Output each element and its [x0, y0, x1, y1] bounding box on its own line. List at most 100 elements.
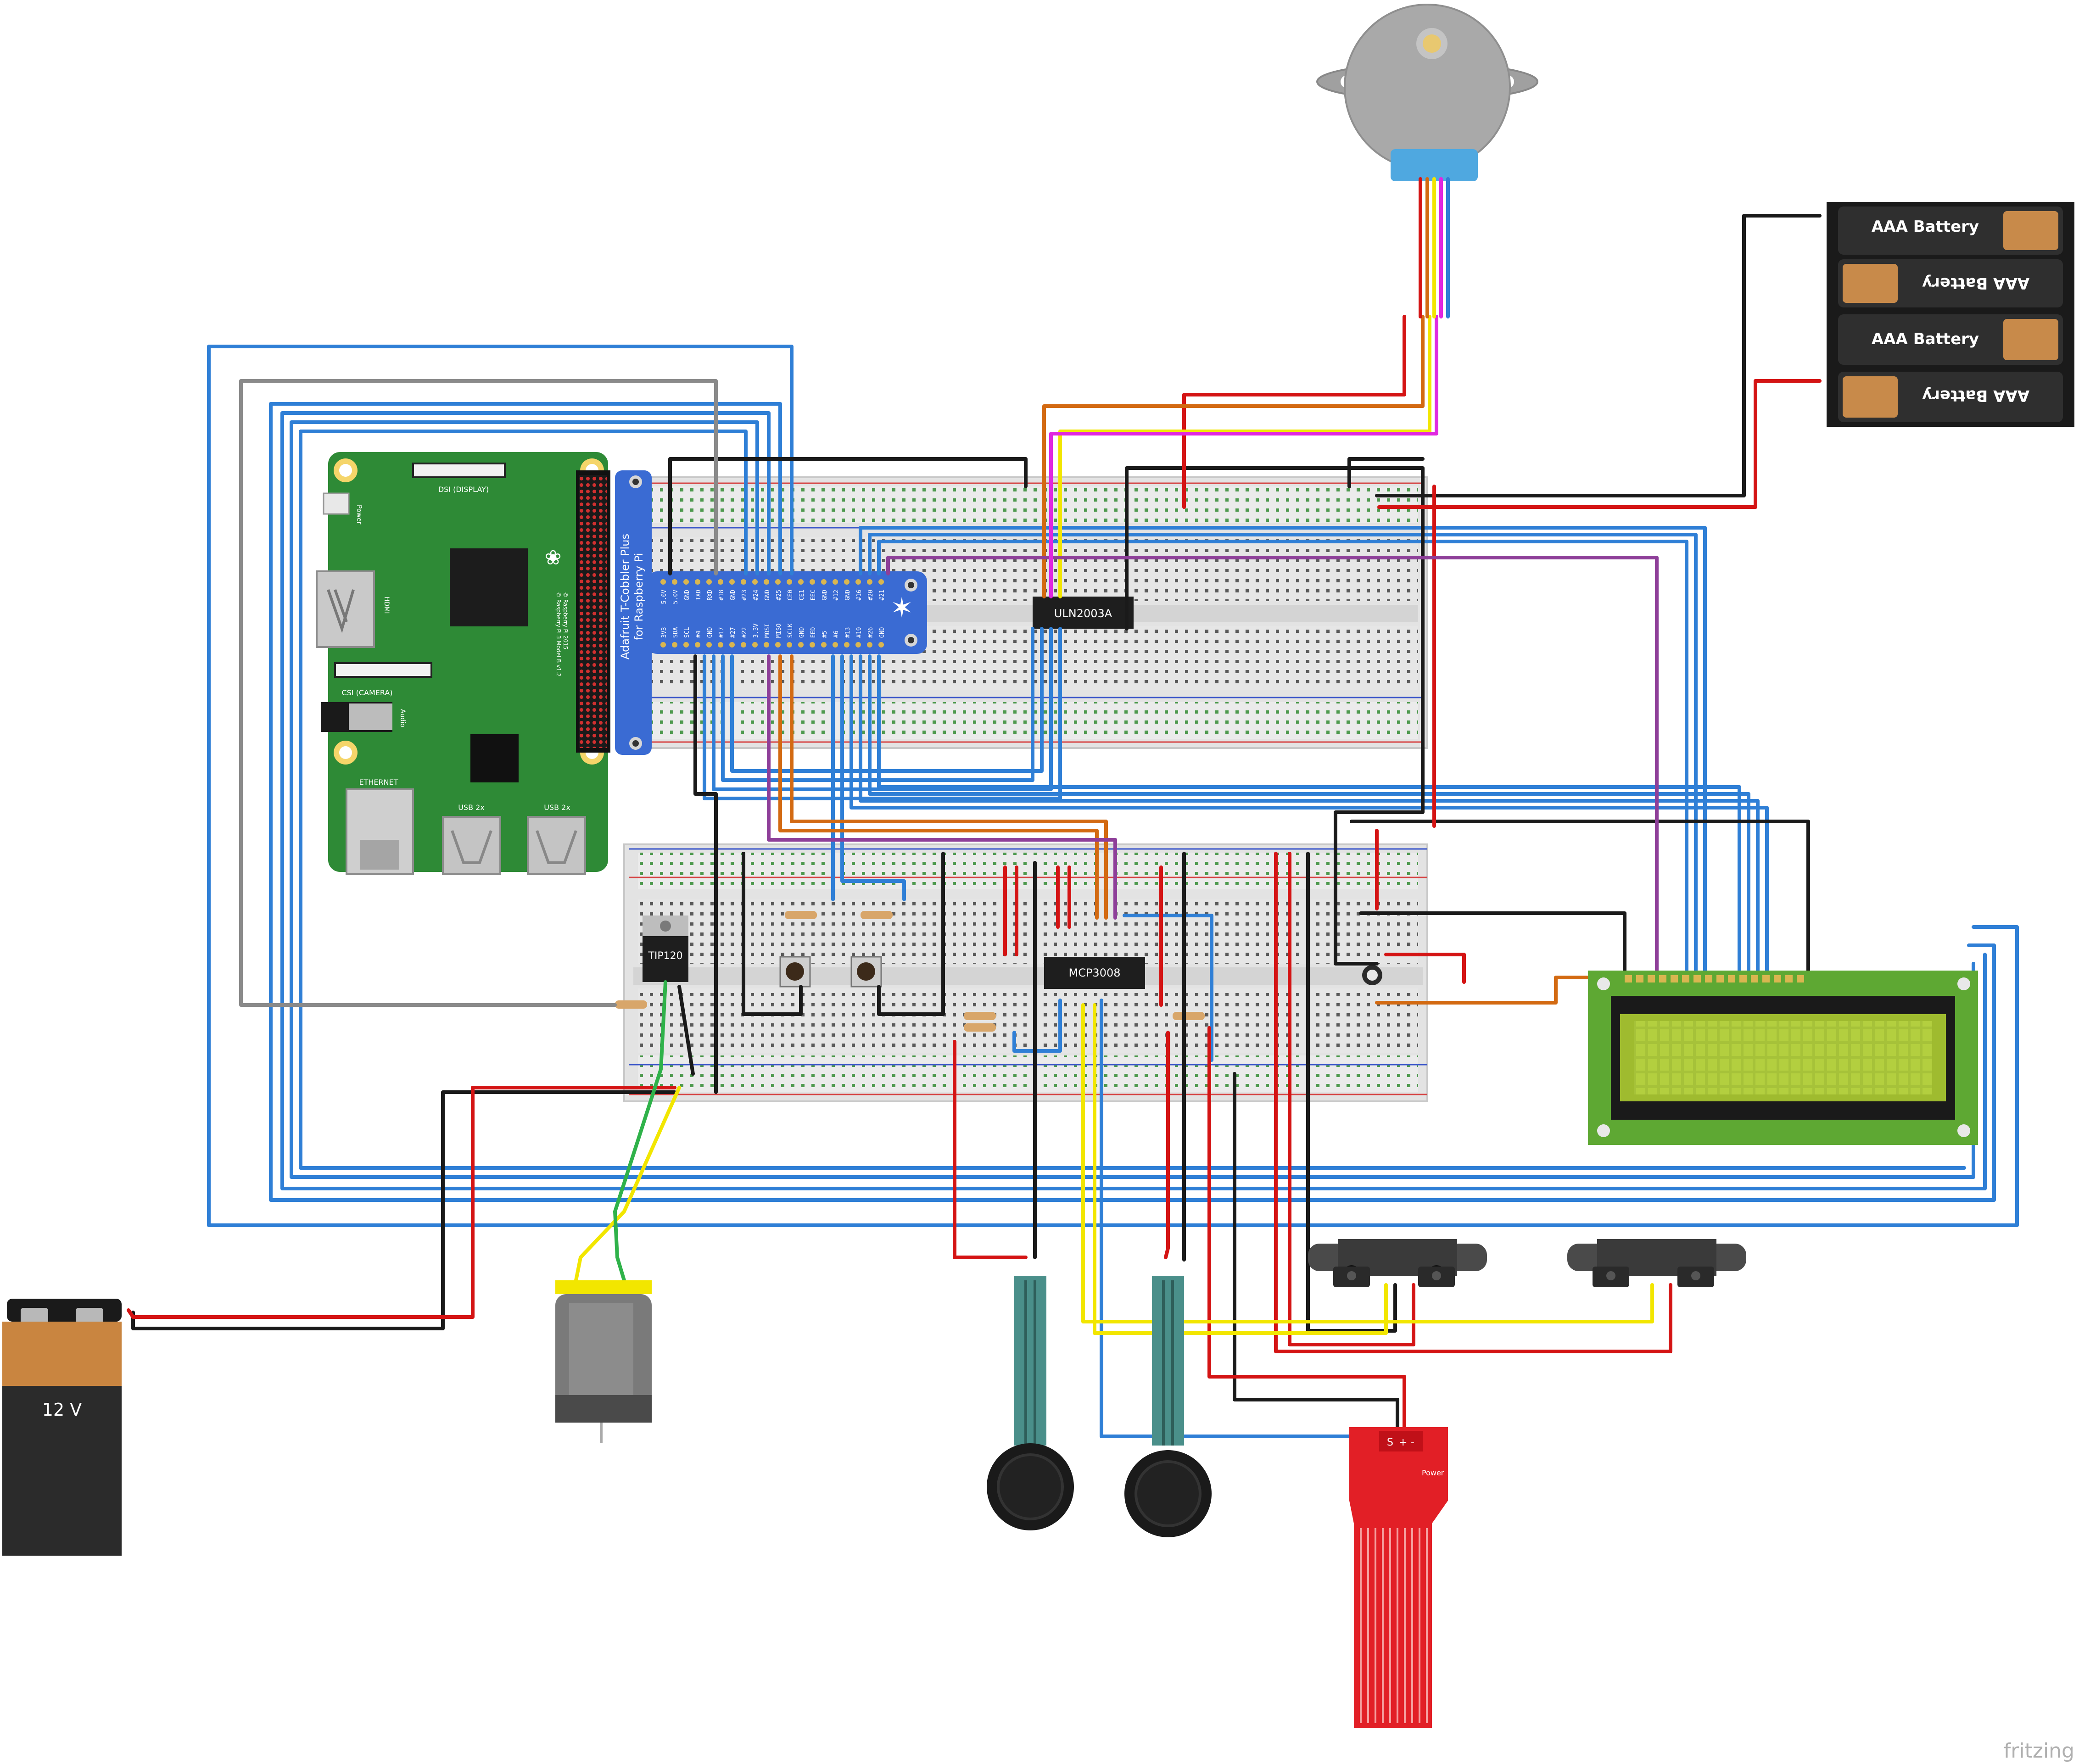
wires-green — [613, 980, 667, 1259]
cobbler-top-pin-label: GND — [684, 590, 691, 601]
cobbler-bottom-pin — [741, 642, 746, 648]
cobbler-bottom-pin — [787, 642, 792, 648]
cobbler-bottom-pin — [775, 642, 781, 648]
adafruit-star-icon: ✶ — [890, 592, 913, 624]
cobbler-top-pin — [787, 579, 792, 585]
lcd-pin — [1728, 975, 1735, 982]
cobbler-bottom-pin-label: MISO — [776, 624, 782, 638]
cobbler-bottom-pin — [798, 642, 804, 648]
cobbler-bottom-pin — [695, 642, 700, 648]
uln2003-chip: ULN2003A — [1033, 597, 1134, 629]
dsi-label: DSI (DISPLAY) — [438, 485, 489, 494]
ir-distance-sensor-left — [1308, 1239, 1487, 1287]
cobbler-bottom-pin — [706, 642, 712, 648]
cobbler-top-pin-label: #16 — [856, 590, 863, 600]
wires-yellow — [579, 315, 1654, 1335]
lcd-pin — [1797, 975, 1804, 982]
cobbler-top-pin — [695, 579, 700, 585]
wires-magenta — [1049, 315, 1438, 598]
lcd-pin — [1739, 975, 1747, 982]
cobbler-top-pin-label: #24 — [753, 590, 760, 601]
lcd-pin — [1659, 975, 1666, 982]
fritzing-watermark: fritzing — [2004, 1739, 2074, 1762]
cobbler-top-pin — [752, 579, 758, 585]
cobbler-top-pin-label: #12 — [833, 590, 840, 600]
raspberry-logo-icon: ❀ — [545, 546, 562, 569]
cobbler-bottom-pin-label: SCL — [684, 627, 691, 638]
lcd-pin — [1762, 975, 1770, 982]
cobbler-top-pin — [775, 579, 781, 585]
cobbler-top-pin-label: #20 — [867, 590, 874, 600]
cobbler-top-pin — [718, 579, 723, 585]
mcp3008-label: MCP3008 — [1068, 966, 1120, 979]
cobbler-bottom-pin — [810, 642, 815, 648]
wires-purple — [767, 556, 1659, 988]
cobbler-top-pin-label: #18 — [718, 590, 725, 600]
cobbler-top-pin — [729, 579, 735, 585]
aaa-battery-pack: AAA Battery AAA Battery AAA Battery AAA … — [1827, 202, 2074, 427]
cobbler-top-pin-label: 5.0V — [672, 590, 679, 604]
usb1-label: USB 2x — [458, 803, 485, 812]
cobbler-top-pin-label: GND — [764, 590, 771, 601]
cobbler-title-2: for Raspberry Pi — [632, 553, 645, 641]
cobbler-top-pin-label: GND — [822, 590, 828, 601]
aaa-label-1: AAA Battery — [1872, 218, 1979, 236]
cobbler-bottom-pin — [660, 642, 666, 648]
battery-12v: 12 V — [2, 1299, 122, 1556]
cobbler-bottom-pin-label: #5 — [822, 631, 828, 638]
water-sensor-traces — [1360, 1528, 1428, 1723]
cobbler-bottom-pin — [855, 642, 861, 648]
cobbler-top-pin — [810, 579, 815, 585]
dc-motor — [555, 1256, 652, 1443]
water-level-sensor: S + - Power — [1349, 1427, 1448, 1728]
lcd-pin — [1751, 975, 1758, 982]
raspberry-pi-board: DSI (DISPLAY) Power HDMI ❀ © Raspberry P… — [316, 452, 610, 875]
cobbler-bottom-pin — [833, 642, 838, 648]
push-buttons — [779, 956, 882, 988]
top-breadboard — [632, 476, 1428, 749]
cobbler-bottom-pin-label: GND — [879, 627, 886, 638]
cobbler-top-pin — [821, 579, 827, 585]
cobbler-top-pin — [764, 579, 769, 585]
cobbler-top-pin — [855, 579, 861, 585]
tip120-label: TIP120 — [648, 950, 682, 962]
lcd-pin — [1705, 975, 1712, 982]
cobbler-bottom-pin — [867, 642, 872, 648]
cobbler-title-1: Adafruit T-Cobbler Plus — [619, 534, 632, 659]
cobbler-bottom-pin-label: SCLK — [787, 624, 794, 638]
cobbler-bottom-pin — [878, 642, 884, 648]
power-label: Power — [355, 505, 363, 525]
lcd-pin — [1682, 975, 1689, 982]
cobbler-top-pin — [660, 579, 666, 585]
model-label: © Raspberry Pi 3 Model B v1.2 — [555, 592, 562, 676]
cobbler-bottom-pin-label: #26 — [867, 627, 874, 638]
water-pin-minus: - — [1411, 1437, 1414, 1448]
hdmi-label: HDMI — [383, 597, 390, 614]
t-cobbler-board: ✶ Adafruit T-Cobbler Plus for Raspberry … — [615, 470, 927, 755]
lcd-pin — [1693, 975, 1701, 982]
potentiometer — [1362, 965, 1382, 985]
cobbler-bottom-pin-label: MOSI — [764, 624, 771, 638]
cobbler-top-pin-label: 5.0V — [661, 590, 668, 604]
cobbler-bottom-pin-label: #19 — [856, 627, 863, 638]
water-pin-plus: + — [1399, 1437, 1407, 1448]
lcd-pin — [1774, 975, 1781, 982]
cobbler-bottom-pin — [844, 642, 849, 648]
lcd-pin — [1785, 975, 1793, 982]
cobbler-top-pin — [844, 579, 849, 585]
mcp3008-chip: MCP3008 — [1044, 957, 1145, 989]
wires-gray — [239, 379, 718, 1007]
cobbler-top-pin-label: GND — [844, 590, 851, 601]
cobbler-bottom-pin-label: #4 — [695, 631, 702, 638]
cobbler-bottom-pin-label: EED — [810, 627, 817, 638]
cobbler-bottom-pin — [821, 642, 827, 648]
cobbler-top-pin — [867, 579, 872, 585]
cobbler-top-pin-label: RXD — [707, 590, 714, 601]
cobbler-top-pin-label: #23 — [741, 590, 748, 600]
cobbler-bottom-pin-label: #6 — [833, 631, 840, 638]
lcd-pin — [1625, 975, 1632, 982]
cobbler-top-pin — [672, 579, 677, 585]
force-sensor-left — [987, 1276, 1074, 1530]
